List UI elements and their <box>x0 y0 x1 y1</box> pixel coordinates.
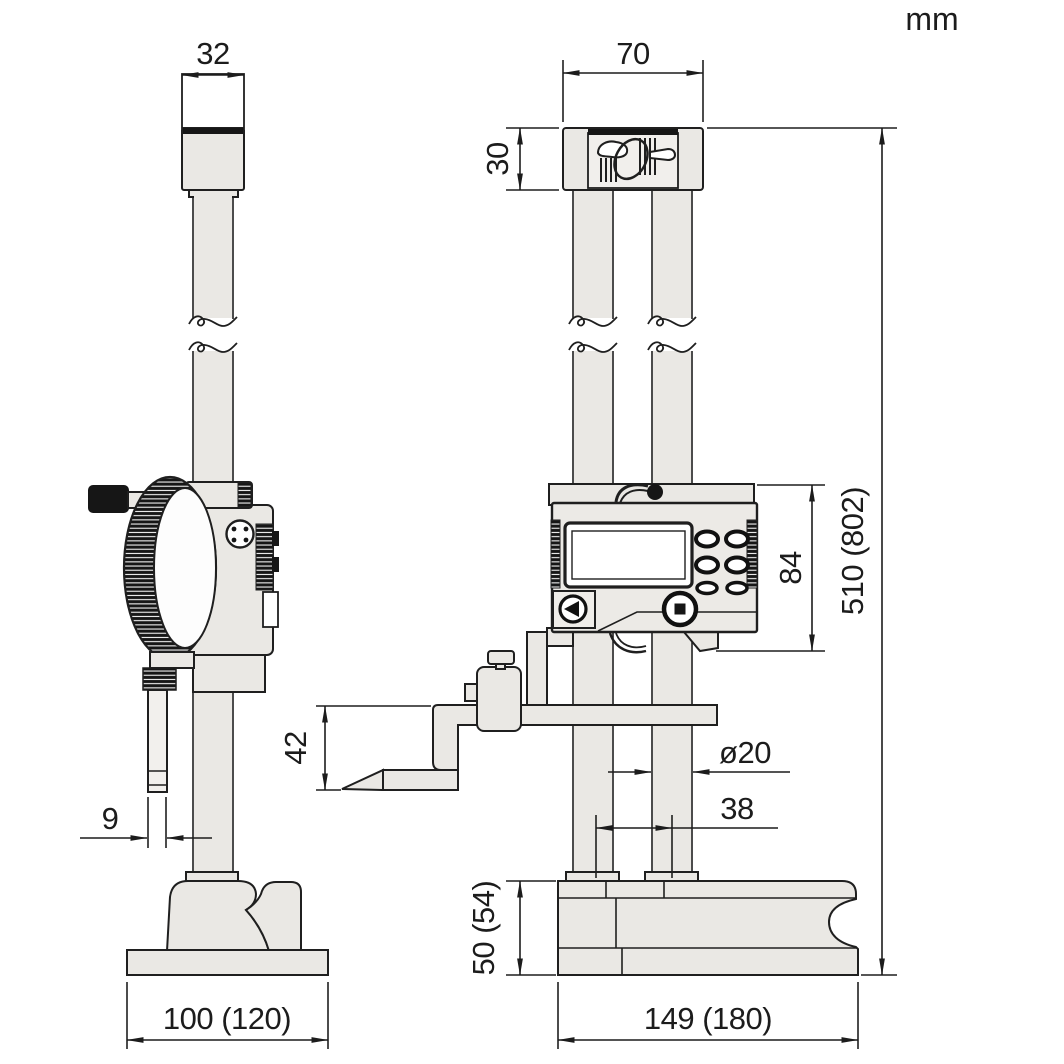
dim-scriber-tip-label: 9 <box>102 801 119 836</box>
unit-label: mm <box>905 1 958 37</box>
keypad <box>694 529 750 596</box>
arm-clamp-block <box>476 666 522 732</box>
dim-head-width-label: 70 <box>616 36 650 71</box>
front-head-block <box>562 127 704 191</box>
side-column-upper <box>188 196 238 327</box>
side-neck <box>188 189 239 198</box>
dim-overall-height-label: 510 (802) <box>835 487 870 615</box>
dim-front-base-width-label: 149 (180) <box>644 1001 772 1036</box>
dim-column-spacing-label: 38 <box>720 791 753 826</box>
dimensions: 32 70 30 510 (802) 84 42 9 ø20 <box>80 1 959 1049</box>
front-scriber-arm <box>341 631 718 792</box>
dial-indicator <box>88 475 218 661</box>
clamp-knurl <box>237 482 252 508</box>
clamp-lever-knob <box>647 484 663 500</box>
dial-lock-knob <box>88 485 129 513</box>
button[interactable] <box>725 580 749 596</box>
side-view <box>88 73 329 976</box>
connector-dots-icon <box>225 519 255 549</box>
display-unit <box>546 501 759 653</box>
hand-grip-icon <box>596 137 677 182</box>
button[interactable] <box>694 555 720 575</box>
dim-side-base-width-label: 100 (120) <box>163 1001 291 1036</box>
side-top-cap <box>181 127 245 191</box>
button[interactable] <box>724 529 750 549</box>
side-top-section <box>181 73 245 129</box>
side-scriber <box>142 651 195 793</box>
dial-face <box>153 487 217 649</box>
thumb-screw <box>487 650 515 665</box>
dim-column-diameter-label: ø20 <box>719 735 771 770</box>
dim-head-height-label: 30 <box>480 142 515 176</box>
carriage-clamp <box>548 483 755 506</box>
scriber-knurled-nut <box>142 667 177 691</box>
scriber-tip <box>341 768 384 792</box>
dim-base-height-label: 50 (54) <box>466 881 501 976</box>
column-foot <box>565 871 620 882</box>
button[interactable] <box>724 555 750 575</box>
dim-arm-height-label: 42 <box>278 731 313 764</box>
cable <box>608 632 647 654</box>
front-base <box>557 880 859 976</box>
front-columns-upper <box>568 191 697 327</box>
side-base <box>126 871 329 976</box>
dim-display-height-label: 84 <box>773 551 808 585</box>
dim-knob-width-label: 32 <box>196 36 229 71</box>
button[interactable] <box>694 529 720 549</box>
button[interactable] <box>695 580 719 596</box>
left-triangle-icon <box>564 601 579 617</box>
